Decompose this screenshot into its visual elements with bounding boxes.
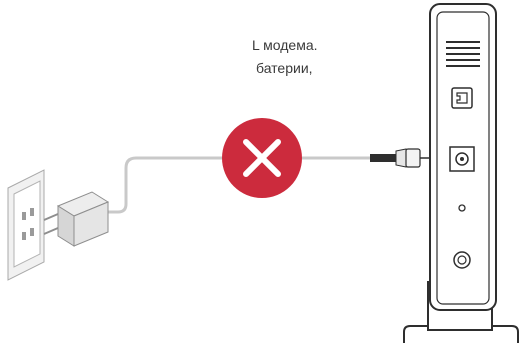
- error-x-icon: [222, 118, 302, 198]
- power-cable: [104, 156, 222, 214]
- wall-outlet-icon: [7, 169, 45, 281]
- round-port-icon: [453, 251, 471, 269]
- reset-hole-icon: [458, 204, 466, 212]
- modem-device-icon: [403, 3, 519, 343]
- power-port-icon: [449, 146, 475, 172]
- power-adapter-icon: [43, 191, 110, 247]
- phone-port-icon: [451, 87, 473, 109]
- instruction-text: L модема. батерии,: [252, 34, 318, 80]
- instruction-line-1: L модема.: [252, 37, 318, 53]
- instruction-line-2: батерии,: [256, 60, 313, 76]
